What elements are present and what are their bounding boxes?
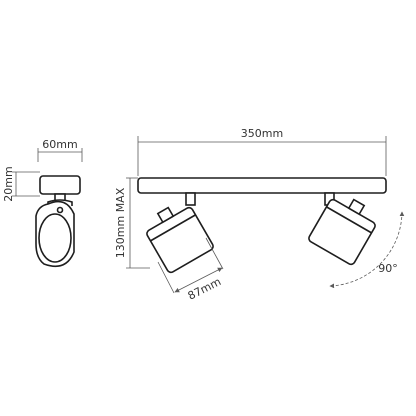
- side-height-label: 20mm: [2, 166, 15, 201]
- right-spotlight: [308, 192, 376, 266]
- max-height-dimension: 130mm MAX: [114, 177, 150, 269]
- side-view: 60mm 20mm: [2, 138, 83, 268]
- max-height-label: 130mm MAX: [114, 187, 127, 258]
- left-stem: [185, 192, 196, 206]
- side-mount-plate: [39, 175, 81, 195]
- bar-length-dimension: 350mm: [137, 127, 387, 176]
- side-cylinder-face: [38, 213, 72, 263]
- right-spotlight-head: [308, 198, 376, 266]
- rotation-label: 90°: [378, 262, 398, 275]
- bar-length-label: 350mm: [241, 127, 283, 140]
- side-width-dimension: 60mm: [37, 138, 83, 162]
- side-height-dimension: 20mm: [2, 166, 40, 202]
- left-spotlight-head: [146, 206, 214, 274]
- front-view: 350mm 130mm MAX 87mm: [114, 127, 405, 303]
- track-bar: [137, 177, 387, 194]
- left-spotlight: 87mm: [146, 192, 224, 303]
- side-pivot-screw: [56, 206, 64, 214]
- rotation-indicator: 90°: [329, 211, 405, 289]
- side-width-label: 60mm: [42, 138, 77, 151]
- head-length-label: 87mm: [186, 275, 223, 303]
